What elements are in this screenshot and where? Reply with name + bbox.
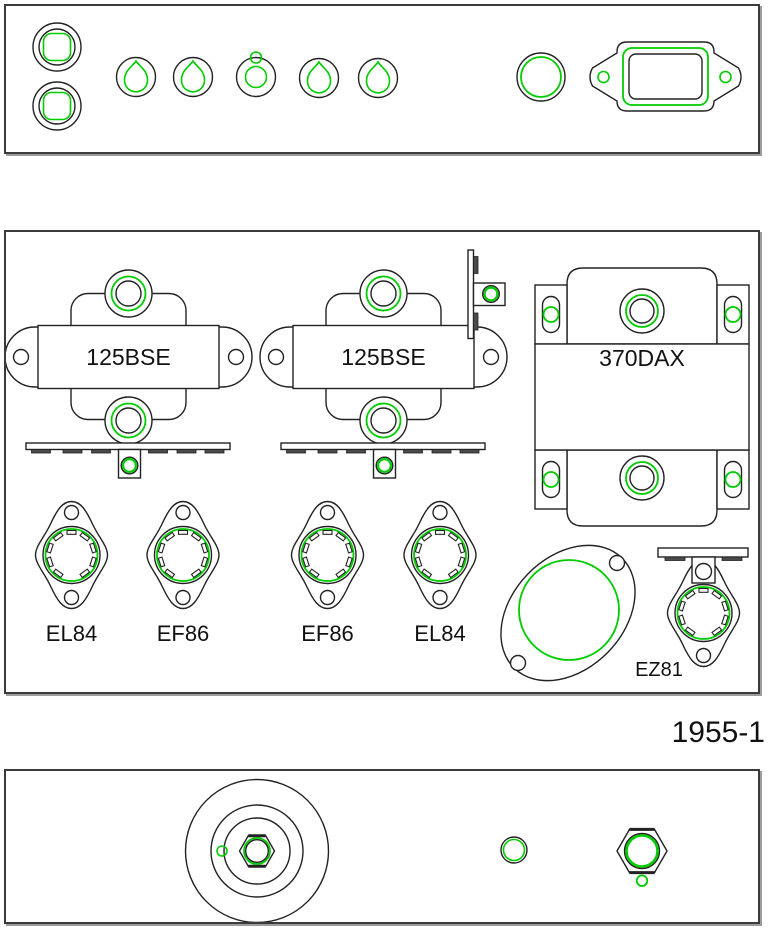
transformer-label: 125BSE [86, 344, 170, 370]
terminal-bracket [467, 249, 506, 340]
output-transformer-2: 125BSE [260, 270, 507, 444]
knob-index-dot [249, 51, 263, 64]
capacitor-mounting-plate [500, 544, 636, 682]
inlet-screw-left [597, 70, 610, 84]
tube-label: EZ81 [635, 659, 683, 681]
control-knob-3 [235, 51, 277, 98]
chassis-drawing: 125BSE 125BSE [6, 249, 750, 682]
tube-socket-el84-1 [34, 500, 109, 610]
terminal-strip-1 [24, 441, 232, 480]
front-panel-drawing [32, 22, 742, 131]
tube-label: EL84 [414, 621, 465, 646]
transformer-label: 370DAX [599, 345, 685, 371]
tube-label: EF86 [157, 621, 210, 646]
control-knob-1 [115, 56, 157, 98]
control-knob-5 [357, 57, 399, 99]
tube-socket-ef86-1 [146, 500, 220, 610]
hex-nut-small [238, 834, 276, 868]
rear-jack [500, 836, 528, 864]
rear-panel [4, 769, 760, 924]
control-knob-2 [172, 56, 214, 98]
transformer-label: 125BSE [341, 344, 425, 370]
input-jack-1 [32, 22, 82, 72]
input-jack-2 [32, 81, 82, 131]
pilot-light [516, 52, 566, 102]
output-transformer-1: 125BSE [6, 270, 252, 444]
control-knob-4 [298, 57, 340, 99]
screw-hole-marker [216, 845, 228, 857]
inlet-screw-right [719, 70, 732, 84]
rear-panel-drawing [184, 778, 668, 922]
rectifier-socket-ez81 [657, 547, 749, 668]
screw-hole-marker [635, 874, 649, 887]
front-panel [4, 4, 760, 154]
chassis-panel: 125BSE 125BSE [4, 230, 760, 694]
power-transformer: 370DAX [534, 267, 750, 527]
hex-nut-large [616, 827, 668, 887]
tube-socket-ef86-2 [290, 500, 365, 610]
terminal-strip-2 [279, 441, 487, 480]
power-inlet [589, 41, 742, 112]
output-connector [184, 778, 330, 922]
tube-socket-el84-2 [403, 500, 477, 610]
tube-label: EL84 [46, 621, 97, 646]
tube-label: EF86 [301, 621, 354, 646]
drawing-number: 1955-1 [671, 716, 765, 749]
